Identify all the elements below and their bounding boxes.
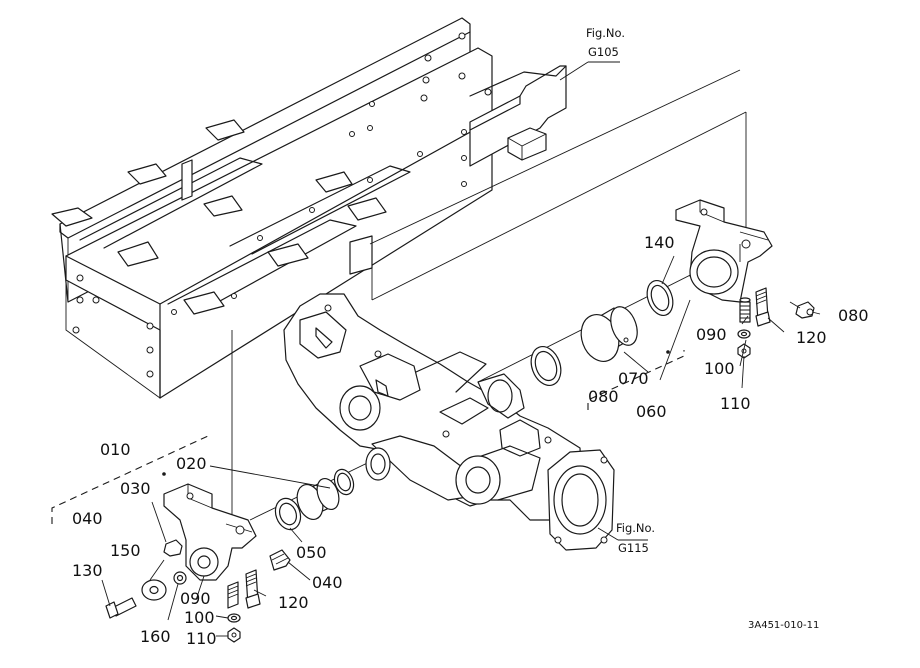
fig-ref-bottom-code: G115 [618, 541, 649, 555]
front-pivot-bracket [163, 483, 257, 581]
bushing-070 [580, 306, 638, 362]
left-bolts [105, 539, 291, 643]
label-090-right: 090 [696, 325, 727, 344]
label-040-group: 040 [72, 509, 103, 528]
label-140: 140 [644, 233, 675, 252]
label-110-left: 110 [186, 629, 217, 648]
seal-140 [646, 279, 674, 317]
frame-assembly [51, 17, 567, 399]
bushing-050 [274, 497, 302, 531]
label-120-left: 120 [278, 593, 309, 612]
drawing-code: 3A451-010-11 [748, 620, 819, 631]
assembly-group-markers [51, 350, 685, 524]
frame-brackets [51, 119, 387, 315]
label-120-right: 120 [796, 328, 827, 347]
label-020: 020 [176, 454, 207, 473]
label-130: 130 [72, 561, 103, 580]
label-110-right: 110 [720, 394, 751, 413]
grease-fitting-080 [789, 301, 815, 319]
front-axle-housing [283, 293, 615, 551]
label-010: 010 [100, 440, 131, 459]
fig-ref-top-code: G105 [588, 45, 619, 59]
label-090-left: 090 [180, 589, 211, 608]
label-030: 030 [120, 479, 151, 498]
label-160: 160 [140, 627, 171, 646]
part-labels: Fig.No. G105 Fig.No. G115 010 020 030 04… [72, 26, 869, 648]
fig-ref-top-label: Fig.No. [586, 26, 625, 40]
leader-lines [101, 61, 821, 637]
rear-pivot-bracket [675, 199, 773, 303]
label-150: 150 [110, 541, 141, 560]
label-050: 050 [296, 543, 327, 562]
frame-holes [72, 32, 492, 378]
fig-ref-bottom-label: Fig.No. [616, 521, 655, 535]
label-070: 070 [618, 369, 649, 388]
seal-ring-left [333, 468, 355, 496]
label-060: 060 [636, 402, 667, 421]
label-100-left: 100 [184, 608, 215, 627]
axis-lines [231, 69, 747, 548]
label-100-right: 100 [704, 359, 735, 378]
label-080: 080 [838, 306, 869, 325]
label-040: 040 [312, 573, 343, 592]
thrust-ring [530, 346, 562, 386]
label-080-group: 080 [588, 387, 619, 406]
